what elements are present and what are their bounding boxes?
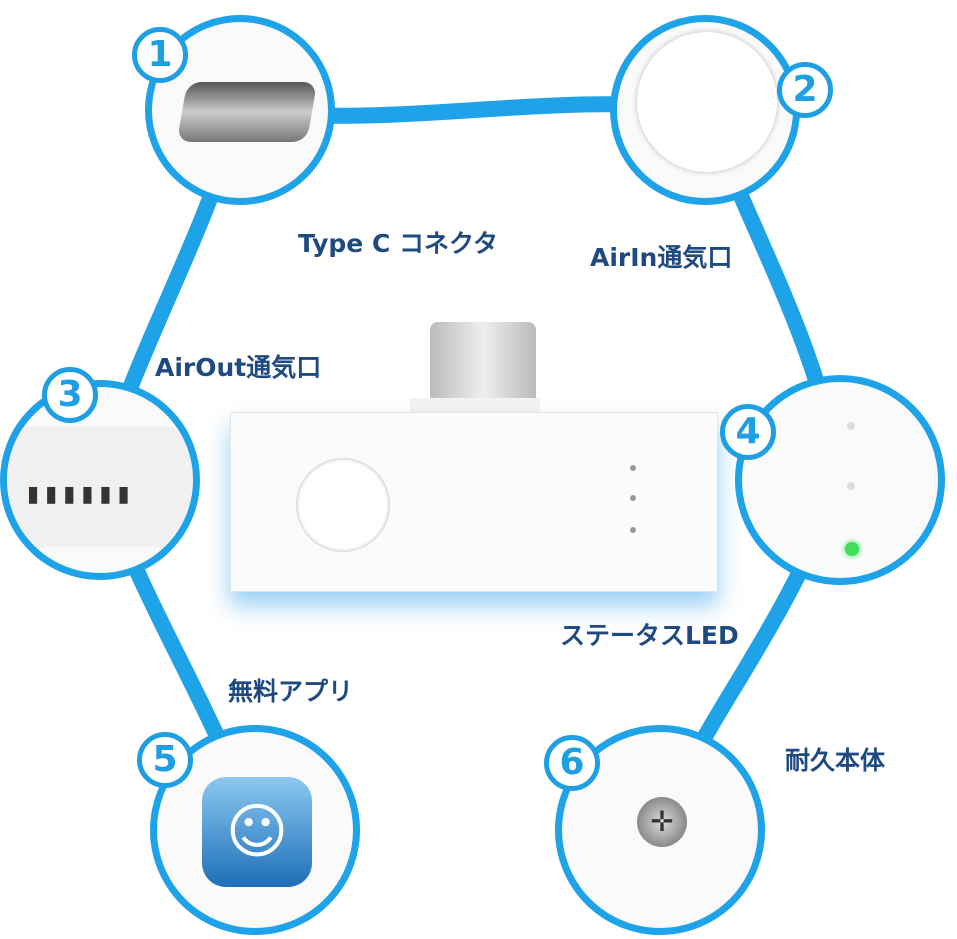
feature-circle-led bbox=[735, 375, 945, 585]
air-out-slots: ▮▮▮▮▮▮ bbox=[27, 482, 136, 507]
type-c-connector-image bbox=[176, 82, 318, 142]
status-led bbox=[630, 527, 636, 533]
air-out-image bbox=[7, 427, 193, 547]
feature-circle-app: ☺ bbox=[150, 725, 360, 935]
led-green bbox=[845, 542, 859, 556]
badge-5: 5 bbox=[137, 732, 193, 788]
label-durable-body: 耐久本体 bbox=[785, 746, 886, 775]
feature-circle-air-out: ▮▮▮▮▮▮ bbox=[0, 380, 200, 580]
air-vent bbox=[296, 458, 390, 552]
label-free-app: 無料アプリ bbox=[228, 677, 354, 706]
label-status-led: ステータスLED bbox=[560, 621, 739, 650]
screw-icon: ✛ bbox=[637, 797, 687, 847]
status-led bbox=[630, 465, 636, 471]
feature-circle-air-in bbox=[610, 15, 800, 205]
led-off bbox=[847, 482, 855, 490]
status-led bbox=[630, 495, 636, 501]
badge-1: 1 bbox=[132, 27, 188, 83]
led-off bbox=[847, 422, 855, 430]
air-in-vent-image bbox=[637, 32, 777, 172]
badge-6: 6 bbox=[544, 735, 600, 791]
label-air-in: AirIn通気口 bbox=[590, 243, 733, 272]
plug-base bbox=[410, 398, 540, 414]
app-icon: ☺ bbox=[202, 777, 312, 887]
label-air-out: AirOut通気口 bbox=[155, 353, 322, 382]
usb-c-plug bbox=[430, 322, 536, 412]
badge-4: 4 bbox=[720, 404, 776, 460]
badge-3: 3 bbox=[42, 367, 98, 423]
label-type-c: Type C コネクタ bbox=[298, 229, 498, 258]
badge-2: 2 bbox=[777, 62, 833, 118]
